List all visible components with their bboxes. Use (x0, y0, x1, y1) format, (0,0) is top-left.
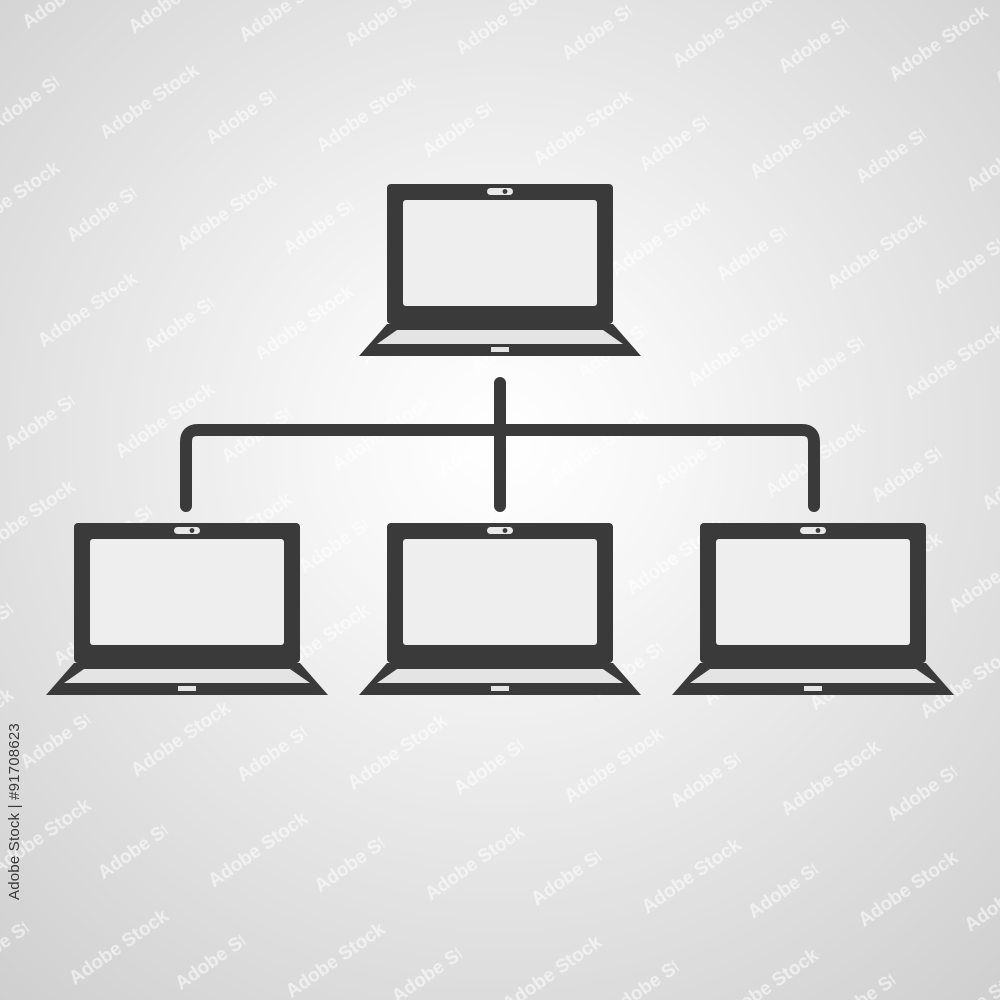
laptop-icon (359, 184, 641, 356)
laptop-icon (46, 523, 328, 695)
laptop-icon (359, 523, 641, 695)
laptop-icon (672, 523, 954, 695)
stock-id-label: Adobe Stock | #91708623 (6, 723, 23, 900)
